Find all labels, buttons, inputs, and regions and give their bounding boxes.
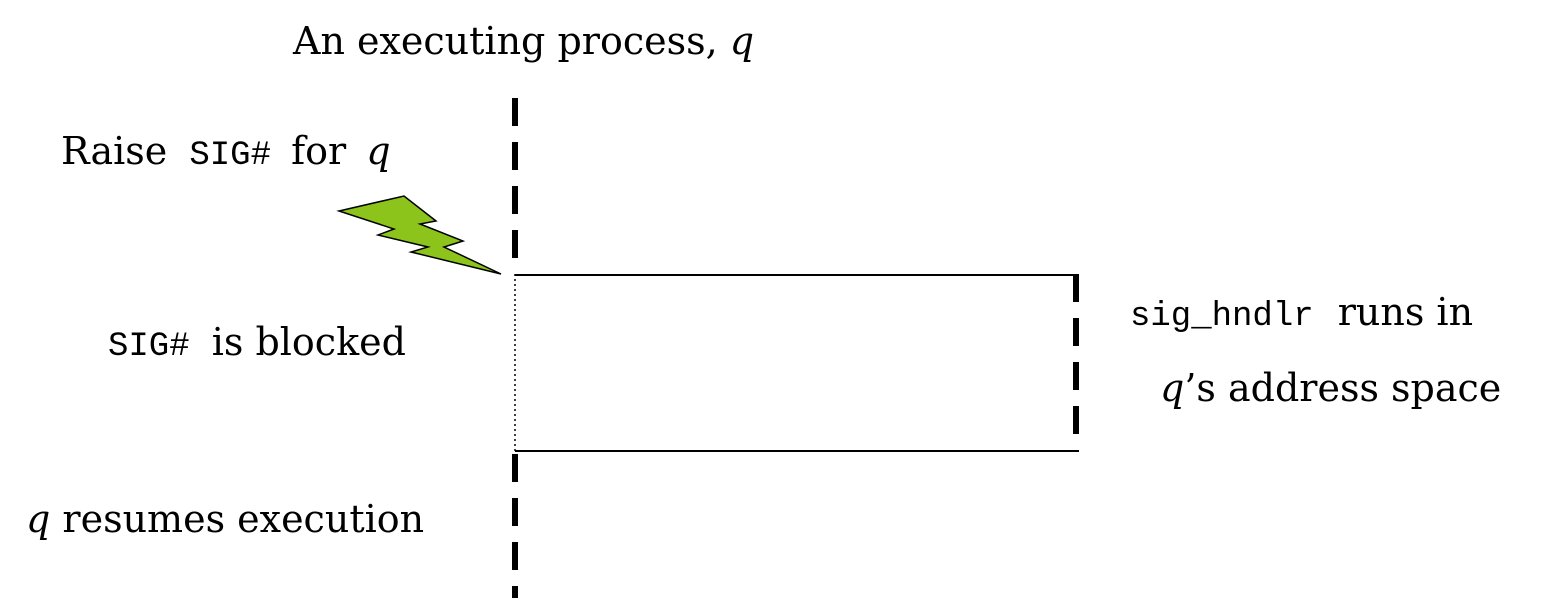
resumes-label: q resumes execution xyxy=(26,500,424,538)
handler-name-code: sig_hndlr xyxy=(1130,298,1314,336)
handler-process-var: q xyxy=(1160,366,1185,410)
diagram-title: An executing process, q xyxy=(293,22,754,60)
raise-signal-label: Raise SIG# for q xyxy=(61,132,391,173)
title-prefix: An executing process, xyxy=(293,19,730,63)
resumes-process-var: q xyxy=(26,497,51,541)
signal-blocked-label: SIG# is blocked xyxy=(108,323,406,364)
handler-label-line1: sig_hndlr runs in xyxy=(1130,293,1473,334)
handler-runs-in: runs in xyxy=(1337,290,1474,334)
raise-word: Raise xyxy=(61,129,168,173)
resumes-text: resumes execution xyxy=(62,497,425,541)
lightning-bolt-icon xyxy=(336,195,502,275)
raise-process-var: q xyxy=(366,129,391,173)
title-process-var: q xyxy=(729,19,755,63)
raise-signal-code: SIG# xyxy=(189,137,271,175)
raise-for-word: for xyxy=(291,129,347,173)
handler-address-space: ’s address space xyxy=(1184,366,1502,410)
blocked-text: is blocked xyxy=(211,320,406,364)
handler-label-line2: q’s address space xyxy=(1160,369,1501,407)
blocked-signal-code: SIG# xyxy=(108,328,190,366)
